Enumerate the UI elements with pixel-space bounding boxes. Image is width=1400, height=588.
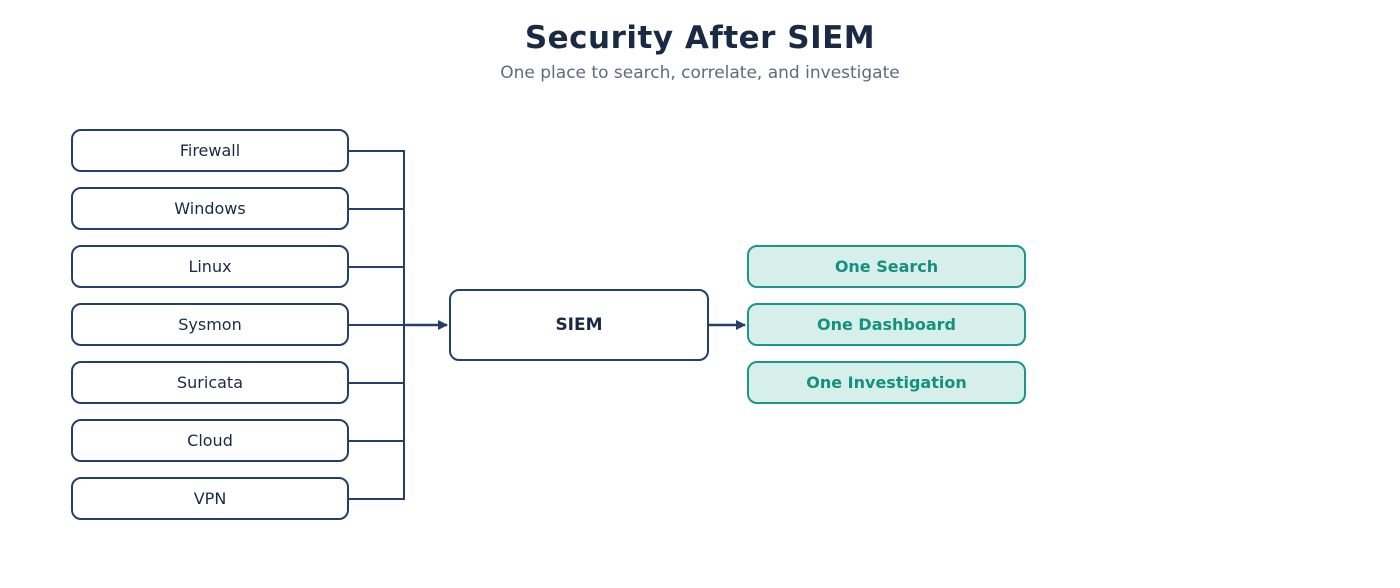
source-node-suricata: Suricata xyxy=(71,361,349,404)
outcome-node-dashboard: One Dashboard xyxy=(747,303,1026,346)
source-node-sysmon: Sysmon xyxy=(71,303,349,346)
diagram-title: Security After SIEM xyxy=(524,20,876,56)
outcome-node-investigation: One Investigation xyxy=(747,361,1026,404)
outcome-node-search: One Search xyxy=(747,245,1026,288)
source-node-windows: Windows xyxy=(71,187,349,230)
siem-hub-node: SIEM xyxy=(449,289,709,361)
source-node-vpn: VPN xyxy=(71,477,349,520)
source-node-linux: Linux xyxy=(71,245,349,288)
source-node-cloud: Cloud xyxy=(71,419,349,462)
diagram-subtitle: One place to search, correlate, and inve… xyxy=(500,63,900,83)
source-node-firewall: Firewall xyxy=(71,129,349,172)
